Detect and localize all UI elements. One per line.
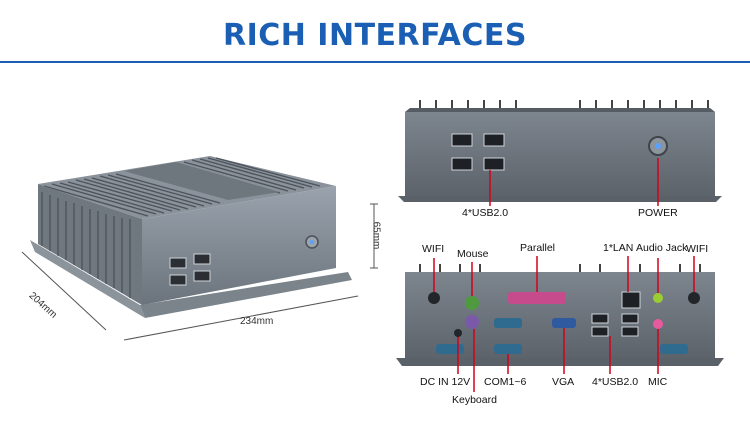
iso-device [30, 156, 352, 318]
power-label: POWER [638, 207, 678, 219]
dc-in-label: DC IN 12V [420, 376, 471, 388]
mic-label: MIC [648, 376, 668, 388]
title-divider [0, 61, 750, 63]
height-label: 65mm [370, 221, 382, 250]
dimension-lines [21, 203, 378, 341]
audio-jack-label: Audio Jack [636, 242, 688, 254]
rear-panel [396, 256, 724, 392]
keyboard-label: Keyboard [452, 394, 497, 406]
wifi-right-label: WIFI [686, 243, 709, 255]
lan-label: 1*LAN [603, 242, 634, 254]
com-label: COM1~6 [484, 376, 527, 388]
page-title: RICH INTERFACES [222, 18, 528, 53]
parallel-label: Parallel [520, 242, 556, 254]
vga-label: VGA [552, 376, 575, 388]
wifi-left-label: WIFI [422, 243, 445, 255]
mouse-label: Mouse [457, 248, 489, 260]
rear-usb-label: 4*USB2.0 [592, 376, 639, 388]
front-usb-label: 4*USB2.0 [462, 207, 509, 219]
width-label: 234mm [240, 316, 274, 327]
front-panel [398, 100, 722, 206]
